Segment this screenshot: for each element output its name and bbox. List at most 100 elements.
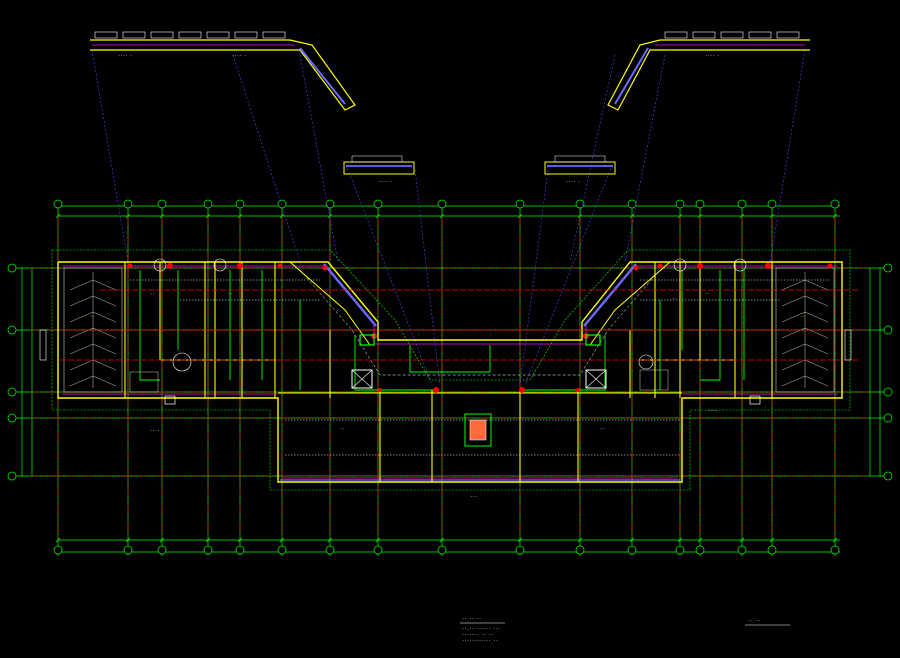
svg-text:---- -: ---- - xyxy=(378,179,392,184)
dimension-tick xyxy=(327,537,333,543)
dimension-tick xyxy=(739,537,745,543)
axis-bubble xyxy=(7,413,17,423)
dimension-tick xyxy=(159,537,165,543)
note-line-2: ------- -- -- xyxy=(462,632,493,637)
dimension-tick xyxy=(629,537,635,543)
drawing-title-main: -- -- -- xyxy=(462,616,481,621)
dimension-tick xyxy=(205,537,211,543)
axis-bubble xyxy=(437,199,447,209)
window-module xyxy=(692,31,716,39)
axis-bubble xyxy=(53,545,63,555)
axis-bubble xyxy=(830,545,840,555)
svg-text:---- -: ---- - xyxy=(232,53,246,58)
axis-bubble xyxy=(695,199,705,209)
axis-bubble xyxy=(830,199,840,209)
axis-bubble xyxy=(767,199,777,209)
dimension-tick xyxy=(375,537,381,543)
axis-bubble xyxy=(203,199,213,209)
axis-bubble xyxy=(7,471,17,481)
dimension-tick xyxy=(125,537,131,543)
equipment-symbols xyxy=(39,258,852,447)
svg-text:---- -: ---- - xyxy=(566,179,580,184)
svg-text:--: -- xyxy=(600,426,605,431)
axis-bubble xyxy=(675,199,685,209)
axis-bubble xyxy=(627,545,637,555)
axis-bubble xyxy=(123,199,133,209)
detail-center-left: ---- - xyxy=(343,155,415,184)
axis-bubble xyxy=(883,387,893,397)
dimension-tick xyxy=(55,537,61,543)
window-module xyxy=(720,31,744,39)
axis-bubble xyxy=(325,545,335,555)
axis-bubble xyxy=(7,325,17,335)
axis-bubble xyxy=(437,545,447,555)
window-module xyxy=(150,31,174,39)
axis-bubble xyxy=(325,199,335,209)
axis-bubble xyxy=(235,545,245,555)
piping-network xyxy=(60,270,860,456)
svg-text:----: ---- xyxy=(150,428,160,433)
svg-text:--: -- xyxy=(800,314,805,319)
axis-bubble xyxy=(7,387,17,397)
axis-bubbles xyxy=(7,199,893,555)
dimension-tick xyxy=(769,537,775,543)
axis-bubble xyxy=(7,263,17,273)
drawing-notes: -- -- -- --.-- ------ --- ------- -- -- … xyxy=(460,616,790,643)
svg-text:---- -: ---- - xyxy=(705,53,719,58)
window-module xyxy=(776,31,800,39)
axis-bubble xyxy=(695,545,705,555)
axis-bubble xyxy=(883,471,893,481)
dimension-tick xyxy=(577,537,583,543)
axis-bubble xyxy=(883,263,893,273)
dimension-tick xyxy=(697,537,703,543)
svg-text:--: -- xyxy=(90,314,95,319)
axis-bubble xyxy=(575,545,585,555)
detail-leader-lines xyxy=(91,49,806,386)
axis-bubble xyxy=(515,545,525,555)
svg-text:--: -- xyxy=(340,426,345,431)
axis-bubble xyxy=(883,413,893,423)
axis-bubble xyxy=(373,199,383,209)
dimension-tick xyxy=(279,537,285,543)
drawing-title-side: -- -- xyxy=(748,618,760,623)
note-line-3: ------------ -- xyxy=(462,638,498,643)
dimension-tick xyxy=(832,537,838,543)
window-module xyxy=(178,31,202,39)
window-module xyxy=(664,31,688,39)
axis-bubble xyxy=(277,199,287,209)
window-module xyxy=(122,31,146,39)
axis-bubble xyxy=(157,199,167,209)
svg-text:--: -- xyxy=(705,291,710,296)
window-module xyxy=(94,31,118,39)
axis-bubble xyxy=(627,199,637,209)
svg-text:--: -- xyxy=(228,291,233,296)
axis-bubble xyxy=(373,545,383,555)
dimension-tick xyxy=(439,537,445,543)
svg-text:--: -- xyxy=(150,291,155,296)
axis-bubble xyxy=(883,325,893,335)
axis-bubble xyxy=(737,199,747,209)
axis-bubble xyxy=(767,545,777,555)
axis-bubble xyxy=(157,545,167,555)
note-line-1: --.-- ------ --- xyxy=(462,626,501,631)
window-module xyxy=(234,31,258,39)
axis-bubble xyxy=(203,545,213,555)
window-module xyxy=(262,31,286,39)
svg-text:--: -- xyxy=(672,296,677,301)
axis-bubble xyxy=(737,545,747,555)
svg-text:---- -: ---- - xyxy=(118,53,132,58)
axis-bubble xyxy=(277,545,287,555)
dimension-tick xyxy=(677,537,683,543)
axis-bubble xyxy=(575,199,585,209)
axis-bubble xyxy=(123,545,133,555)
axis-bubble xyxy=(675,545,685,555)
dimension-tick xyxy=(517,537,523,543)
svg-text:----: ---- xyxy=(708,408,718,413)
detail-right-top: ---- - xyxy=(607,31,810,111)
axis-bubble xyxy=(53,199,63,209)
window-module xyxy=(206,31,230,39)
svg-text:---: --- xyxy=(470,494,477,499)
room-labels: -- -- -- -- -- -- -- -- --- ---- ---- xyxy=(90,291,805,499)
axis-bubble xyxy=(235,199,245,209)
